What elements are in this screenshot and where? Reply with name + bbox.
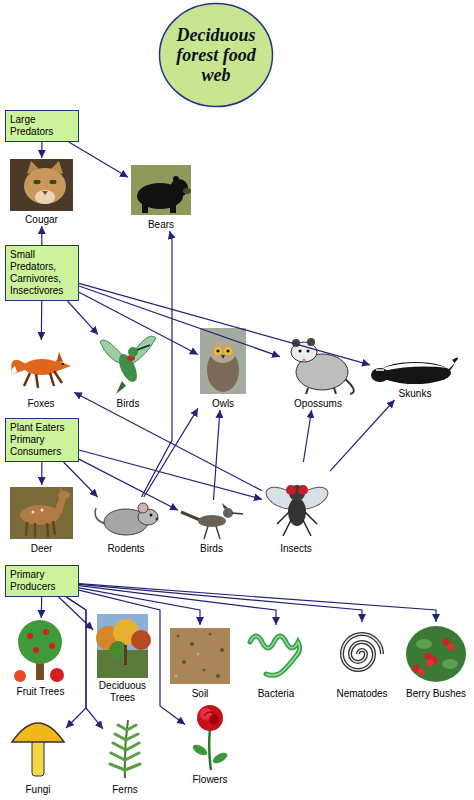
food-arrow — [79, 584, 362, 622]
food-arrow — [79, 459, 178, 510]
organism-node: Bacteria — [245, 625, 307, 700]
opossum-picture — [291, 338, 354, 394]
food-arrow — [41, 462, 42, 485]
food-arrow — [69, 142, 128, 177]
level-box: Primary Producers — [5, 565, 79, 597]
food-arrow — [41, 301, 43, 340]
food-arrow — [66, 597, 86, 728]
food-arrow — [142, 231, 172, 497]
organism-node: Skunks — [370, 355, 460, 400]
organism-node: Birds — [178, 500, 245, 555]
organism-node: Flowers — [185, 700, 235, 786]
food-arrow — [303, 410, 311, 462]
node-label: Rodents — [106, 543, 145, 555]
food-arrow — [41, 142, 42, 158]
title-ellipse: Deciduous forest food web — [158, 2, 274, 108]
deer-picture — [10, 486, 73, 539]
food-arrow — [66, 597, 103, 729]
food-arrow — [67, 301, 98, 335]
organism-node: Bears — [128, 163, 194, 231]
soil-picture — [170, 628, 230, 684]
level-box: Small Predators, Carnivores, Insectivore… — [5, 245, 79, 301]
node-label: Primary Producers — [10, 569, 74, 593]
cougar-picture — [10, 159, 73, 211]
organism-node: Berry Bushes — [403, 622, 470, 700]
title-ellipse-shape — [160, 4, 273, 107]
organism-node: Nematodes — [328, 622, 396, 700]
food-arrow — [63, 462, 97, 497]
organism-node: Foxes — [8, 340, 74, 410]
node-label: Berry Bushes — [405, 688, 467, 700]
fruit-tree-picture — [14, 620, 64, 682]
node-label: Birds — [116, 398, 141, 410]
food-arrow — [79, 283, 370, 365]
organism-node: Deer — [8, 485, 75, 555]
level-box: Large Predators — [5, 110, 79, 142]
node-label: Small Predators, Carnivores, Insectivore… — [10, 249, 74, 297]
node-label: Foxes — [26, 398, 55, 410]
food-arrow — [79, 450, 262, 499]
food-arrow — [59, 597, 93, 630]
node-label: Ferns — [111, 784, 139, 796]
organism-node: Soil — [168, 625, 232, 700]
food-arrow — [74, 392, 262, 490]
food-arrow — [330, 400, 395, 471]
node-label: Deer — [30, 543, 54, 555]
node-label: Fungi — [24, 784, 51, 796]
node-label: Skunks — [398, 388, 433, 400]
organism-node: Deciduous Trees — [93, 612, 152, 704]
fox-picture — [11, 352, 71, 388]
organism-node: Ferns — [103, 716, 147, 796]
nematode-picture — [342, 634, 382, 670]
node-label: Flowers — [191, 774, 228, 786]
node-label: Insects — [279, 543, 313, 555]
roadrunner-picture — [181, 503, 243, 539]
node-label: Opossums — [293, 398, 343, 410]
organism-node: Cougar — [8, 158, 75, 226]
node-label: Deciduous Trees — [93, 680, 152, 704]
node-label: Cougar — [24, 214, 59, 226]
organism-node: Opossums — [280, 330, 356, 410]
food-arrow — [41, 597, 43, 618]
level-box: Plant Eaters Primary Consumers — [5, 418, 79, 462]
hummingbird-picture — [100, 336, 156, 394]
organism-node: Owls — [198, 325, 248, 410]
food-arrow — [79, 292, 198, 354]
food-arrow — [213, 410, 219, 500]
fungus-picture — [12, 723, 64, 776]
fly-picture — [263, 483, 331, 536]
organism-node: Fungi — [10, 716, 66, 796]
skunk-picture — [371, 358, 458, 384]
organism-node: Fruit Trees — [8, 618, 73, 698]
owl-picture — [200, 328, 246, 394]
fern-picture — [110, 720, 140, 778]
food-arrow — [79, 286, 280, 357]
node-label: Birds — [199, 543, 224, 555]
node-label: Soil — [191, 688, 210, 700]
node-label: Plant Eaters Primary Consumers — [10, 422, 74, 458]
node-label: Fruit Trees — [16, 686, 66, 698]
node-label: Large Predators — [10, 114, 74, 138]
bear-picture — [131, 165, 191, 215]
node-label: Bacteria — [257, 688, 296, 700]
food-arrow — [79, 590, 185, 724]
berry-bush-picture — [406, 626, 466, 682]
bacteria-picture — [250, 636, 300, 675]
node-label: Bears — [147, 219, 175, 231]
organism-node: Birds — [98, 325, 158, 410]
deciduous-tree-picture — [96, 614, 151, 678]
flower-picture — [191, 705, 229, 770]
node-label: Owls — [211, 398, 235, 410]
rodent-picture — [95, 503, 158, 535]
organism-node: Rodents — [92, 497, 160, 555]
title-text: Deciduous forest food web — [165, 25, 267, 85]
organism-node: Insects — [262, 462, 330, 555]
food-arrow — [41, 226, 42, 245]
node-label: Nematodes — [335, 688, 388, 700]
